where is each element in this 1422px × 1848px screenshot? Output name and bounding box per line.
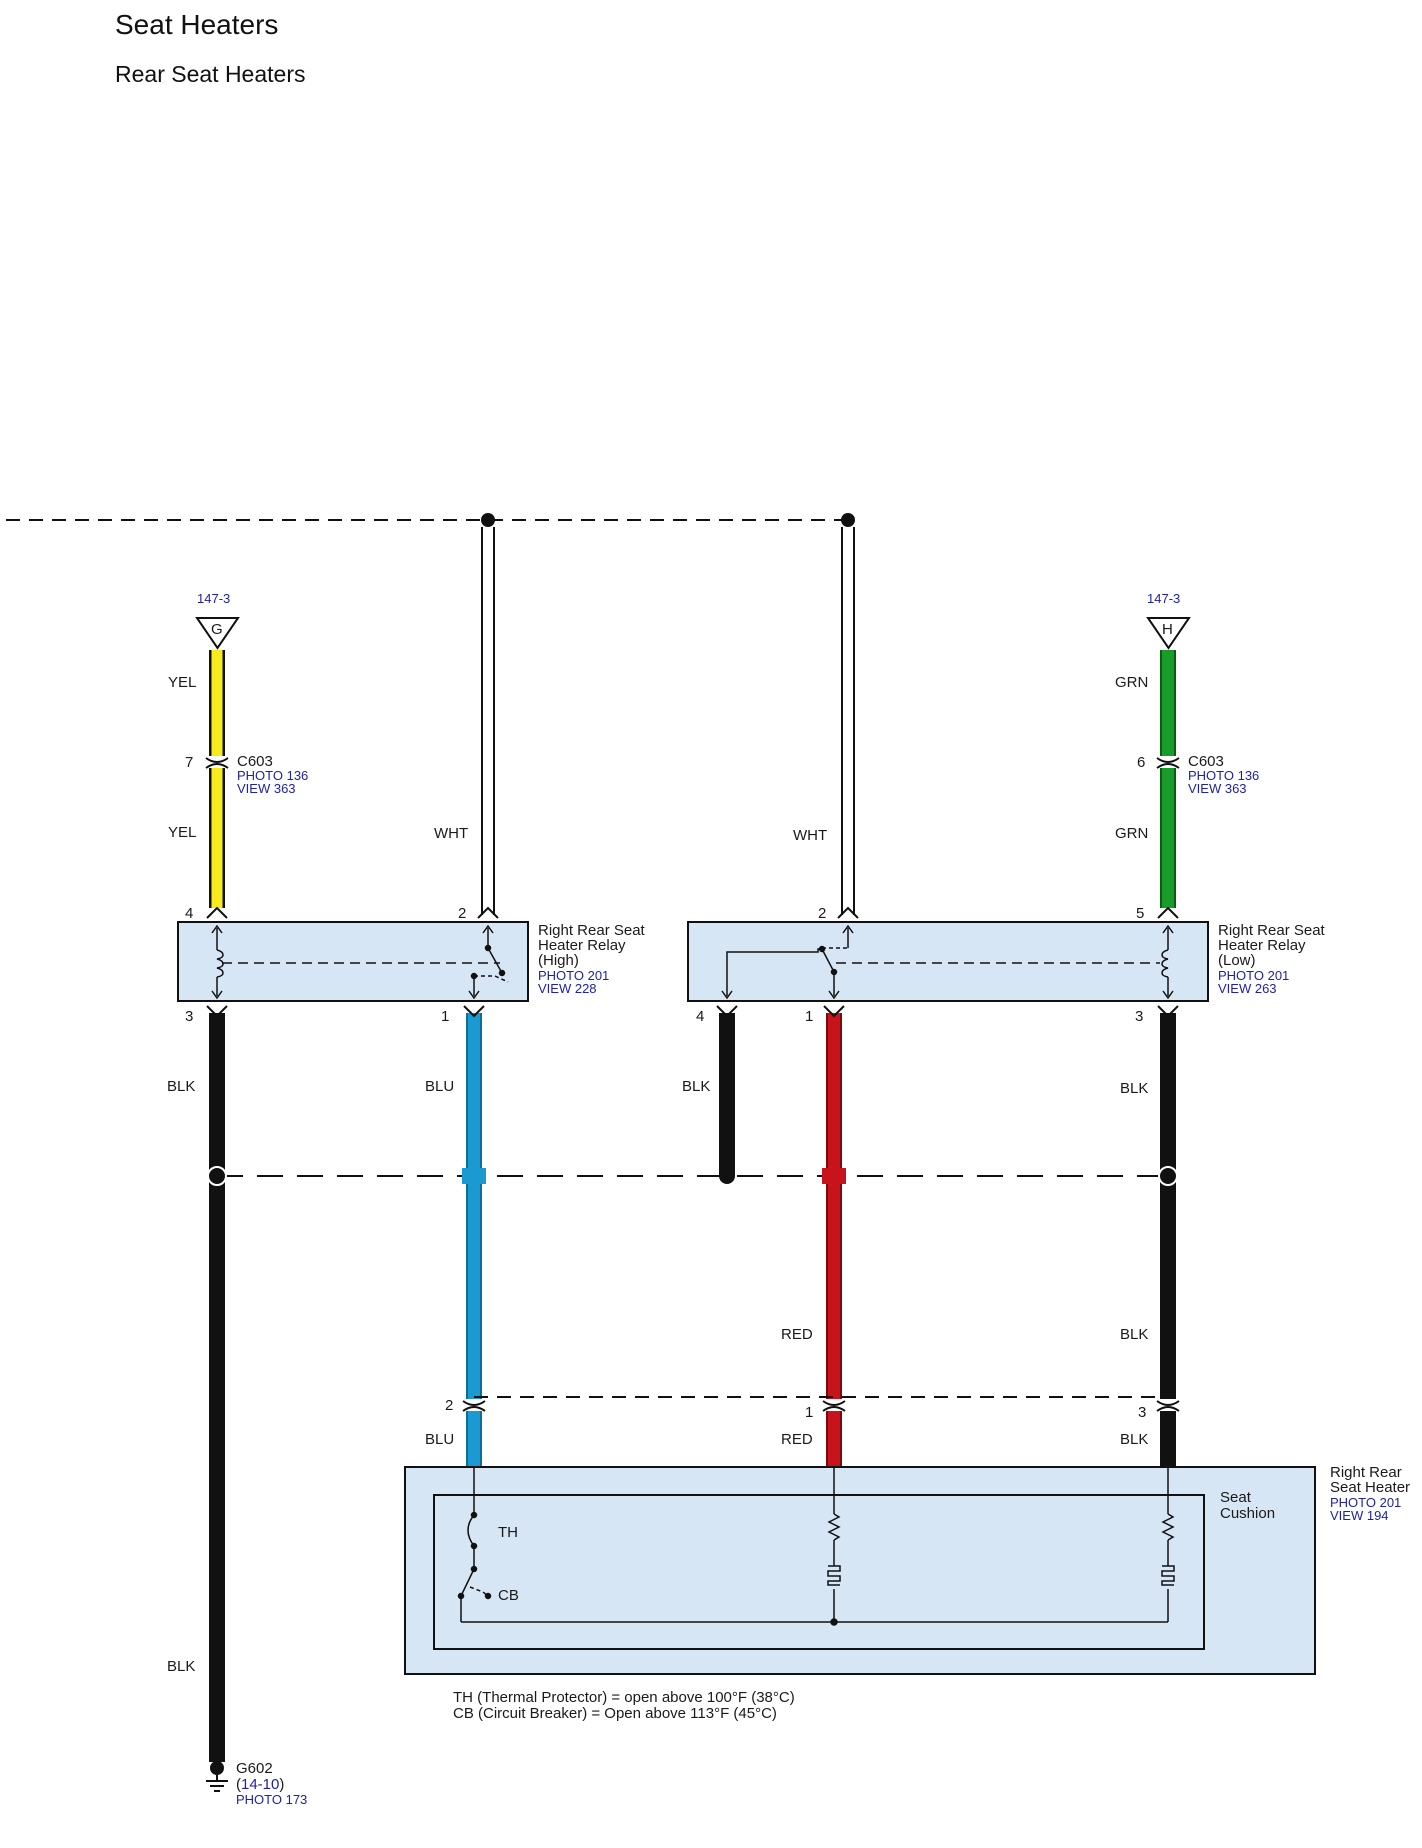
relay-low-pin-3: 3 bbox=[1135, 1008, 1143, 1025]
page-subtitle: Rear Seat Heaters bbox=[115, 61, 305, 87]
junction-dot-right bbox=[841, 513, 855, 527]
relay-low-pin-2: 2 bbox=[818, 905, 826, 922]
blu-crossing bbox=[462, 1168, 486, 1184]
relay-low-pin-4: 4 bbox=[696, 1008, 704, 1025]
relay-low-box[interactable] bbox=[687, 921, 1209, 1002]
wire-label-wht-right: WHT bbox=[793, 827, 827, 844]
relay-high-view-link[interactable]: VIEW 228 bbox=[538, 981, 597, 996]
seat-heater-box[interactable] bbox=[404, 1466, 1316, 1675]
relay-low-pin-5: 5 bbox=[1136, 905, 1144, 922]
wire-label-yel-lower: YEL bbox=[168, 824, 196, 841]
junction-dot-ground-mid bbox=[719, 1168, 735, 1184]
ground-page-link[interactable]: 14-10 bbox=[241, 1776, 279, 1793]
c603-right-view-link[interactable]: VIEW 363 bbox=[1188, 781, 1247, 796]
seat-heater-name-line1: Right Rear bbox=[1330, 1464, 1402, 1481]
terminal-h-ref[interactable]: 147-3 bbox=[1147, 591, 1180, 606]
wire-label-blk-left: BLK bbox=[167, 1078, 195, 1095]
wire-label-red-lower: RED bbox=[781, 1431, 813, 1448]
ground-page-open: ( bbox=[236, 1776, 241, 1793]
wire-label-blk-right-upper: BLK bbox=[1120, 1080, 1148, 1097]
wire-label-red-upper: RED bbox=[781, 1326, 813, 1343]
red-crossing bbox=[822, 1168, 846, 1184]
ground-page-close: ) bbox=[279, 1776, 284, 1793]
c603-right-name: C603 bbox=[1188, 753, 1224, 770]
note-th: TH (Thermal Protector) = open above 100°… bbox=[453, 1689, 795, 1706]
relay-low-photo-link[interactable]: PHOTO 201 bbox=[1218, 968, 1289, 983]
terminal-h-triangle bbox=[1146, 617, 1191, 650]
relay-high-photo-link[interactable]: PHOTO 201 bbox=[538, 968, 609, 983]
wire-label-blk-right-mid: BLK bbox=[1120, 1326, 1148, 1343]
ground-name: G602 bbox=[236, 1760, 273, 1777]
relay-low-internal bbox=[721, 924, 1174, 1000]
seat-cushion-label-line2: Cushion bbox=[1220, 1505, 1275, 1522]
lower-pin-blk: 3 bbox=[1138, 1404, 1146, 1421]
relay-high-pin-4: 4 bbox=[185, 905, 193, 922]
wire-label-grn-lower: GRN bbox=[1115, 825, 1148, 842]
relay-high-name-line1: Right Rear Seat bbox=[538, 922, 646, 939]
relay-low-view-link[interactable]: VIEW 263 bbox=[1218, 981, 1277, 996]
junction-dot-ground-right bbox=[1158, 1166, 1178, 1186]
c603-left-pin: 7 bbox=[185, 754, 193, 771]
wire-label-blu-lower: BLU bbox=[425, 1431, 454, 1448]
wire-label-blk-mid: BLK bbox=[682, 1078, 710, 1095]
seat-heater-view-link[interactable]: VIEW 194 bbox=[1330, 1508, 1389, 1523]
lower-pin-blu: 2 bbox=[445, 1397, 453, 1414]
c603-right-pin: 6 bbox=[1137, 754, 1145, 771]
seat-heater-name-line2: Seat Heater bbox=[1330, 1479, 1410, 1496]
relay-low-pin-1: 1 bbox=[805, 1008, 813, 1025]
ground-photo-link[interactable]: PHOTO 173 bbox=[236, 1792, 307, 1807]
cb-label: CB bbox=[498, 1587, 519, 1604]
wire-label-blk-right-lower: BLK bbox=[1120, 1431, 1148, 1448]
lower-pin-red: 1 bbox=[805, 1404, 813, 1421]
relay-low-name-line1: Right Rear Seat bbox=[1218, 922, 1326, 939]
connector-c603-right-symbol bbox=[1156, 756, 1180, 769]
relay-high-pin-1: 1 bbox=[441, 1008, 449, 1025]
relay-pin-terminals bbox=[206, 906, 1179, 1018]
terminal-g-letter: G bbox=[211, 621, 223, 638]
th-label: TH bbox=[498, 1524, 518, 1541]
junction-dot-ground-left bbox=[207, 1166, 227, 1186]
wire-label-blu-upper: BLU bbox=[425, 1078, 454, 1095]
lower-connector-symbols bbox=[462, 1399, 1180, 1412]
terminal-h-letter: H bbox=[1162, 621, 1173, 638]
seat-cushion-box[interactable] bbox=[433, 1494, 1205, 1650]
seat-heater-internal bbox=[457, 1467, 1175, 1626]
wire-label-grn-upper: GRN bbox=[1115, 674, 1148, 691]
relay-low-name-line3: (Low) bbox=[1218, 952, 1256, 969]
c603-left-name: C603 bbox=[237, 753, 273, 770]
relay-high-box[interactable] bbox=[177, 921, 529, 1002]
junction-dot-left bbox=[481, 513, 495, 527]
page-title: Seat Heaters bbox=[115, 9, 278, 40]
note-cb: CB (Circuit Breaker) = Open above 113°F … bbox=[453, 1705, 777, 1722]
connector-c603-left-symbol bbox=[205, 756, 229, 769]
relay-low-name-line2: Heater Relay bbox=[1218, 937, 1306, 954]
relay-high-name-line2: Heater Relay bbox=[538, 937, 626, 954]
relay-high-pin-3: 3 bbox=[185, 1008, 193, 1025]
terminal-g-triangle bbox=[195, 617, 240, 650]
relay-high-name-line3: (High) bbox=[538, 952, 579, 969]
c603-right-photo-link[interactable]: PHOTO 136 bbox=[1188, 768, 1259, 783]
seat-heater-photo-link[interactable]: PHOTO 201 bbox=[1330, 1495, 1401, 1510]
ground-icon bbox=[206, 1761, 228, 1792]
terminal-g-ref[interactable]: 147-3 bbox=[197, 591, 230, 606]
wire-label-yel-upper: YEL bbox=[168, 674, 196, 691]
wire-label-wht-left: WHT bbox=[434, 825, 468, 842]
ground-page-ref[interactable]: (14-10) bbox=[236, 1776, 284, 1793]
relay-high-internal bbox=[211, 924, 509, 1000]
relay-high-pin-2: 2 bbox=[458, 905, 466, 922]
c603-left-photo-link[interactable]: PHOTO 136 bbox=[237, 768, 308, 783]
wire-label-blk-ground: BLK bbox=[167, 1658, 195, 1675]
c603-left-view-link[interactable]: VIEW 363 bbox=[237, 781, 296, 796]
seat-cushion-label-line1: Seat bbox=[1220, 1489, 1252, 1506]
